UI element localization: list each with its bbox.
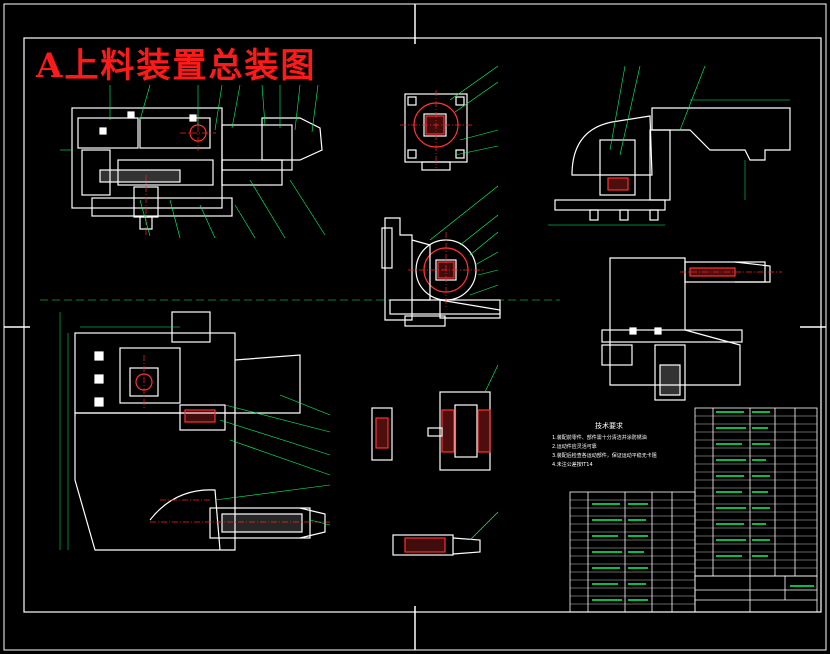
front-view-leaders	[60, 84, 326, 239]
tech-requirements-heading: 技术要求	[595, 422, 623, 430]
inner-frame	[23, 37, 822, 613]
section-view-round	[381, 217, 501, 327]
detail-view-small-left	[371, 407, 393, 461]
tech-requirement-1: 1.装配前零件、部件需十分清洁并涂防锈油	[552, 435, 647, 441]
square-view-leaders	[449, 65, 499, 156]
detail-leaders	[469, 364, 499, 541]
plan-view-centerlines	[143, 355, 330, 523]
detail-view-pin	[392, 534, 481, 556]
side-view-top-right	[554, 107, 791, 221]
drawing-title: A上料装置总装图	[36, 46, 317, 86]
front-view-top-left	[71, 107, 323, 230]
tech-requirement-4: 4.未注公差按IT14	[552, 462, 593, 468]
side-view-dimensions	[548, 99, 790, 226]
round-view-leaders	[429, 185, 499, 296]
square-view-centerlines	[400, 90, 472, 168]
tech-requirement-2: 2.运动件应灵活可靠	[552, 444, 597, 450]
plan-view-leaders	[214, 394, 331, 526]
frame-center-marks	[4, 4, 826, 650]
round-view-centerlines	[408, 232, 484, 308]
tech-requirement-3: 3.装配后检查各运动部件，保证运动平稳无卡阻	[552, 453, 657, 459]
detail-view-bearing	[427, 391, 491, 471]
parts-list-rows	[570, 415, 817, 605]
side-view-leaders	[609, 65, 706, 156]
plan-view-dimensions	[59, 312, 180, 550]
parts-list-fill-marks	[592, 411, 814, 601]
side-view-right-middle	[601, 257, 771, 401]
plan-view-bottom-left	[74, 311, 326, 551]
